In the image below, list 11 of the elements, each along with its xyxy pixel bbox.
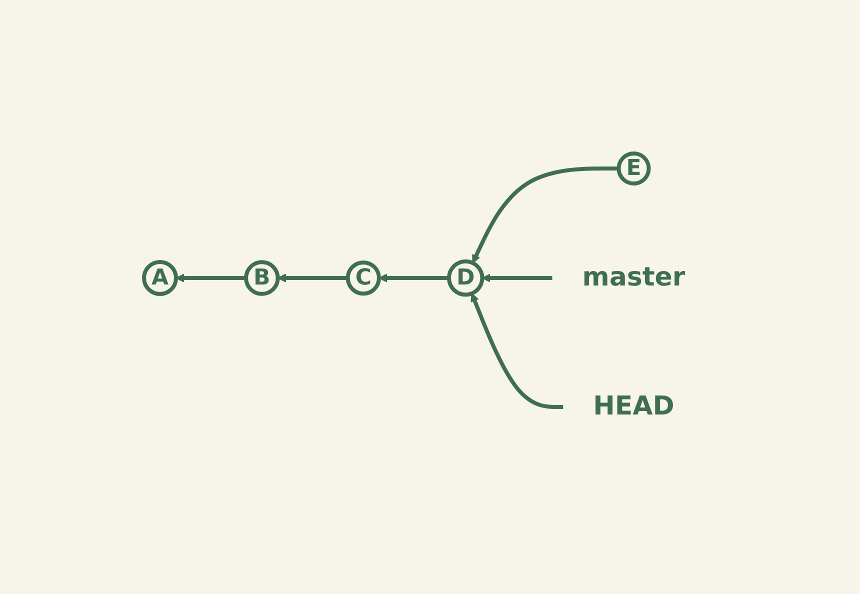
node-circle: D: [447, 260, 485, 297]
arrow: [176, 274, 246, 283]
arrow: [472, 166, 620, 264]
node-text: HEAD: [593, 392, 675, 422]
node-text: master: [582, 262, 686, 293]
arrow: [471, 293, 564, 410]
node-circle: C: [346, 260, 382, 296]
node-circle: A: [142, 260, 178, 296]
arrow: [378, 274, 450, 283]
node-circle: B: [244, 260, 280, 296]
node-circle: E: [617, 152, 652, 186]
